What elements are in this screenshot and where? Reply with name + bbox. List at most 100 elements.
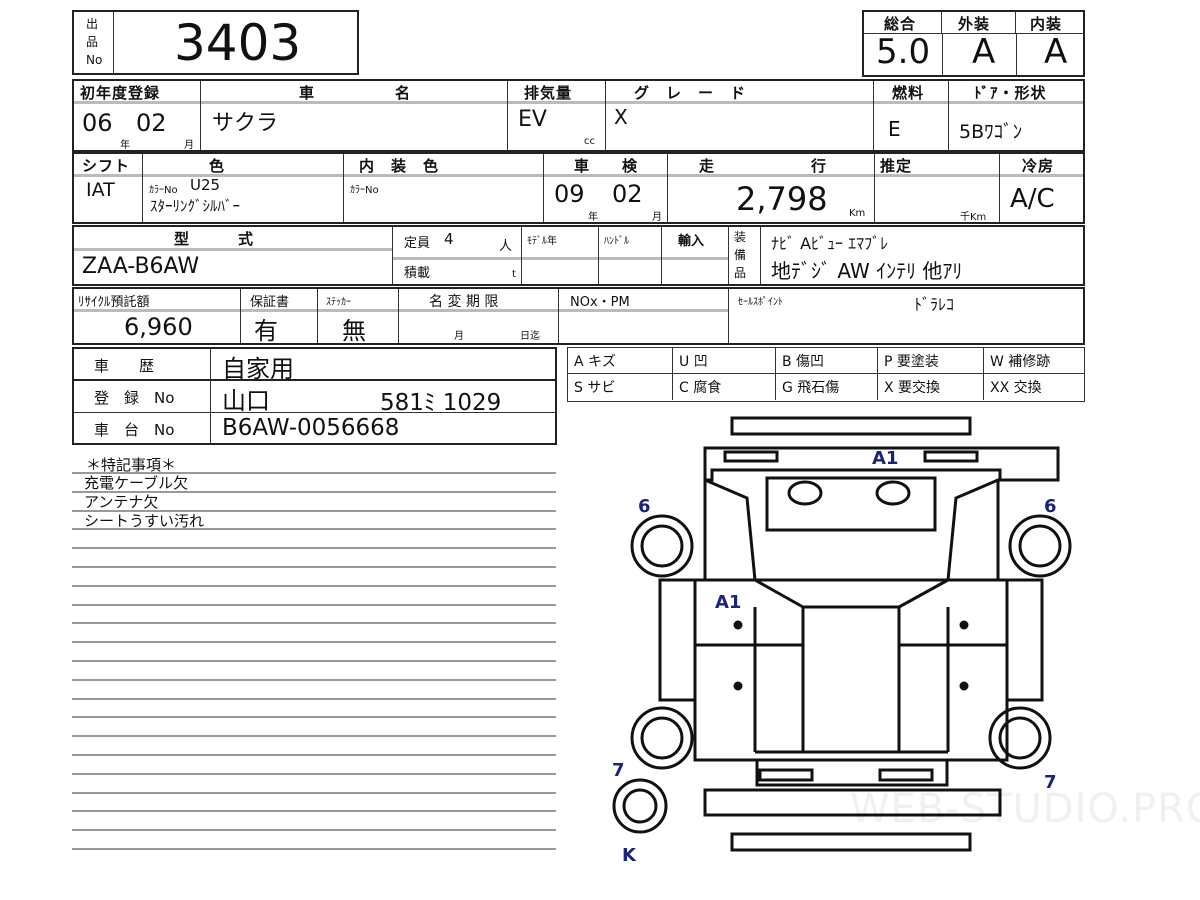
nox-label: NOx・PM <box>570 295 630 310</box>
legend-item: A キズ <box>568 348 673 374</box>
legend-item: P 要塗装 <box>878 348 984 374</box>
overall-score-label: 総合 <box>884 15 917 33</box>
chassis-number: B6AW-0056668 <box>222 415 400 441</box>
sticker-label: ｽﾃｯｶｰ <box>326 297 351 308</box>
legend-item: C 腐食 <box>673 374 776 400</box>
note-line <box>72 660 556 662</box>
note-line <box>72 622 556 625</box>
note-line <box>72 472 556 474</box>
history-label: 車 歴 <box>94 357 155 375</box>
model-year-label: ﾓﾃﾞﾙ年 <box>527 236 557 247</box>
inspection-month-unit: 月 <box>652 212 662 223</box>
mileage: 2,798 <box>736 180 828 218</box>
note-line <box>72 810 556 813</box>
capacity-unit: 人 <box>499 239 513 254</box>
equipment-line-1: ﾅﾋﾞ Aﾋﾞｭｰ ｴﾏﾌﾞﾚ <box>771 234 889 253</box>
color-name: ｽﾀｰﾘﾝｸﾞｼﾙﾊﾞｰ <box>150 197 241 215</box>
legend-item: X 要交換 <box>878 374 984 400</box>
recycle-label: ﾘｻｲｸﾙ預託額 <box>78 295 150 310</box>
note-line <box>72 772 556 775</box>
spare-tire-mark: K <box>622 845 636 866</box>
estimated-label: 推定 <box>880 157 913 175</box>
ac-label: 冷房 <box>1022 157 1055 175</box>
inspection-year: 09 <box>554 180 585 208</box>
shift-label: シフト <box>82 157 131 175</box>
name-change-month-unit: 月 <box>454 331 464 342</box>
damage-mark-rear-right-tire: 7 <box>1044 772 1057 793</box>
exterior-score-label: 外装 <box>958 15 991 33</box>
door-shape-label: ﾄﾞｱ・形状 <box>974 84 1047 102</box>
color-label: 色 <box>209 157 226 175</box>
car-name: サクラ <box>212 111 279 136</box>
import-label: 輸入 <box>678 234 705 249</box>
history-box: 車 歴 自家用 登 録 No 山口 581ﾐ 1029 車 台 No B6AW-… <box>72 347 557 445</box>
reg-month: 02 <box>136 109 167 137</box>
equipment-label: 装 備 品 <box>734 228 746 282</box>
note-line <box>72 528 556 531</box>
grade-label: グ レ ー ド <box>634 84 747 102</box>
row-shift-color: シフト 色 内 装 色 車 検 走 行 推定 冷房 IAT ｶﾗｰNo U25 … <box>72 152 1085 224</box>
note-line <box>72 716 556 719</box>
warranty-label: 保証書 <box>250 295 290 310</box>
notes-title: ＊特記事項＊ <box>86 456 177 474</box>
note-line <box>72 566 556 568</box>
displacement: EV <box>518 107 547 132</box>
overall-score: 5.0 <box>876 32 931 72</box>
registration-area: 山口 <box>222 387 270 415</box>
note-line <box>72 584 556 587</box>
displacement-label: 排気量 <box>524 84 573 102</box>
handle-label: ﾊﾝﾄﾞﾙ <box>604 236 629 247</box>
color-no: U25 <box>190 176 221 194</box>
legend-item: U 凹 <box>673 348 776 374</box>
ac-value: A/C <box>1010 184 1055 214</box>
lot-number: 3403 <box>174 14 302 72</box>
note-item: シートうすい汚れ <box>84 512 205 530</box>
mileage-unit: Km <box>849 208 866 219</box>
damage-legend: A キズ U 凹 B 傷凹 P 要塗装 W 補修跡 S サビ C 腐食 G 飛石… <box>567 347 1085 402</box>
model-label: 型 式 <box>174 230 255 248</box>
note-line <box>72 678 556 681</box>
lot-label: 出 品 No <box>74 12 114 73</box>
model-code: ZAA-B6AW <box>82 254 200 279</box>
note-line <box>72 754 556 756</box>
capacity-label: 定員 <box>404 236 431 251</box>
lot-label-3: No <box>86 53 103 67</box>
estimated-unit: 千Km <box>960 212 987 223</box>
equipment-line-2: 地ﾃﾞｼﾞ AW ｲﾝﾃﾘ 他ｱﾘ <box>771 259 963 283</box>
equipment-label-2: 備 <box>734 248 747 262</box>
door-shape: 5Bﾜｺﾞﾝ <box>959 121 1023 143</box>
note-line <box>72 791 556 794</box>
chassis-label: 車 台 No <box>94 421 175 439</box>
inspection-year-unit: 年 <box>588 212 598 223</box>
note-item: 充電ケーブル欠 <box>84 474 189 492</box>
damage-mark-rear-left-tire: 7 <box>612 760 625 781</box>
legend-item: S サビ <box>568 374 673 400</box>
note-line <box>72 603 556 606</box>
interior-score-label: 内装 <box>1030 15 1063 33</box>
cc-unit: cc <box>584 136 595 147</box>
row-recycle: ﾘｻｲｸﾙ預託額 6,960 保証書 有 ｽﾃｯｶｰ 無 名 変 期 限 月 日… <box>72 287 1085 345</box>
reg-year-unit: 年 <box>120 140 130 151</box>
note-line <box>72 641 556 644</box>
lot-box: 出 品 No 3403 <box>72 10 359 75</box>
note-line <box>72 490 556 493</box>
equipment-label-3: 品 <box>734 266 747 280</box>
fuel: E <box>888 117 901 141</box>
interior-score: A <box>1044 32 1068 72</box>
name-change-label: 名 変 期 限 <box>429 294 499 310</box>
name-change-day-unit: 日迄 <box>520 331 540 342</box>
sales-point-label: ｾｰﾙｽﾎﾟｲﾝﾄ <box>738 297 783 308</box>
lot-label-1: 出 <box>86 17 99 31</box>
reg-year: 06 <box>82 109 113 137</box>
registration-number: 581ﾐ 1029 <box>380 390 502 416</box>
warranty-value: 有 <box>254 317 278 345</box>
note-line <box>72 509 556 512</box>
grade: X <box>614 105 628 129</box>
fuel-label: 燃料 <box>892 84 925 102</box>
legend-item: B 傷凹 <box>776 348 878 374</box>
mileage-label: 走 行 <box>699 157 828 175</box>
damage-mark-front-right-tire: 6 <box>1044 496 1057 517</box>
inspection-label: 車 検 <box>574 157 639 175</box>
damage-mark-front-left-tire: 6 <box>638 496 651 517</box>
equipment-label-1: 装 <box>734 230 747 244</box>
